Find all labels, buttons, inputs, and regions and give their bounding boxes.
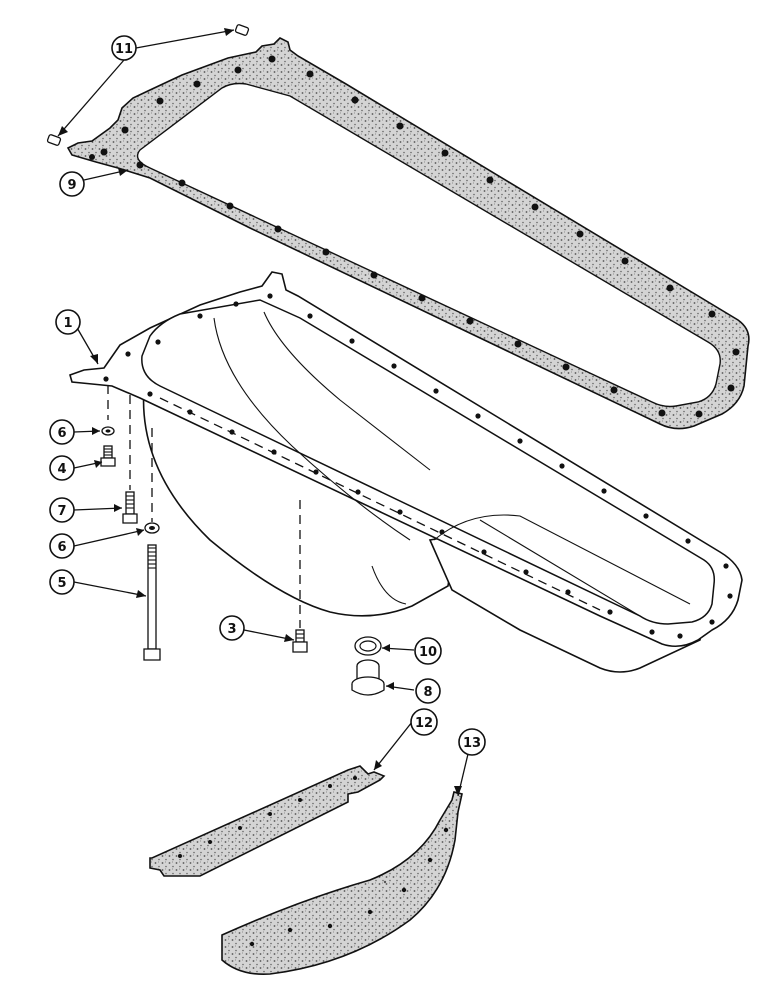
callout-4: 4 [49,455,75,481]
callout-9: 9 [59,171,85,197]
callout-13: 13 [458,728,486,756]
callout-8: 8 [415,678,441,704]
drain-area-bolt [292,629,308,653]
callout-10: 10 [414,637,442,665]
oil-pan [69,271,743,673]
callout-label-13: 13 [463,736,481,751]
bolt-short [100,445,116,467]
callout-label-12: 12 [415,716,433,731]
callout-label-11: 11 [115,42,133,57]
callout-label-3: 3 [227,622,236,637]
callout-3: 3 [219,615,245,641]
washer-upper [101,426,115,436]
leader-arrowheads [58,28,462,796]
callout-label-6-lower: 6 [57,540,66,555]
callout-label-1: 1 [63,316,72,331]
callout-label-5: 5 [57,576,66,591]
callout-6-lower: 6 [49,533,75,559]
drain-plug [351,659,385,696]
callout-label-6-upper: 6 [57,426,66,441]
drain-plug-washer [354,636,382,656]
callout-12: 12 [410,708,438,736]
washer-lower [144,522,160,534]
dowel-pin-lower [46,134,62,146]
curved-seal-gasket [221,791,463,976]
callout-1: 1 [55,309,81,335]
callout-5: 5 [49,569,75,595]
callout-6-upper: 6 [49,419,75,445]
callout-label-7: 7 [57,504,66,519]
upper-gasket-bolt-holes [89,55,740,418]
callout-7: 7 [49,497,75,523]
upper-gasket [66,37,750,430]
straight-seal-gasket [149,765,386,877]
callout-label-9: 9 [67,178,76,193]
bolt-medium [122,491,138,524]
dowel-pin-upper [234,24,250,36]
callout-11: 11 [111,35,137,61]
callout-label-8: 8 [423,685,432,700]
callout-label-4: 4 [57,462,66,477]
bolt-long [143,544,161,661]
callout-label-10: 10 [419,645,437,660]
